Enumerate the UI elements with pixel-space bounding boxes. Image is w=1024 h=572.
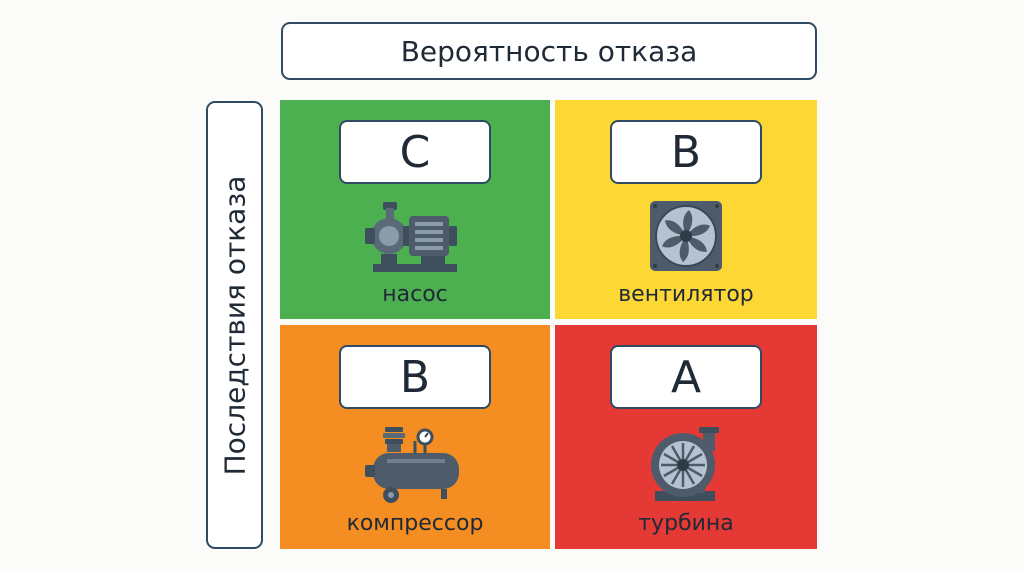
compressor-icon	[365, 427, 459, 503]
matrix-cell-compressor: B компрессор	[280, 325, 550, 549]
consequence-axis-title: Последствия отказа	[206, 101, 263, 549]
equipment-label: компрессор	[346, 511, 484, 536]
grade-badge: B	[610, 120, 762, 184]
equipment-label: турбина	[638, 511, 734, 536]
turbine-icon	[651, 427, 719, 501]
equipment-label: насос	[382, 282, 448, 307]
matrix-cell-turbine: A турбина	[555, 325, 817, 549]
probability-axis-label: Вероятность отказа	[400, 34, 698, 68]
grade-badge: A	[610, 345, 762, 409]
probability-axis-title: Вероятность отказа	[281, 22, 817, 80]
consequence-axis-label: Последствия отказа	[218, 175, 251, 475]
pump-icon	[365, 202, 457, 272]
matrix-cell-pump: C насос	[280, 100, 550, 319]
grade-badge: B	[339, 345, 491, 409]
grade-badge: C	[339, 120, 491, 184]
matrix-cell-fan: B вентилятор	[555, 100, 817, 319]
equipment-label: вентилятор	[618, 282, 754, 307]
fan-icon	[650, 201, 722, 271]
